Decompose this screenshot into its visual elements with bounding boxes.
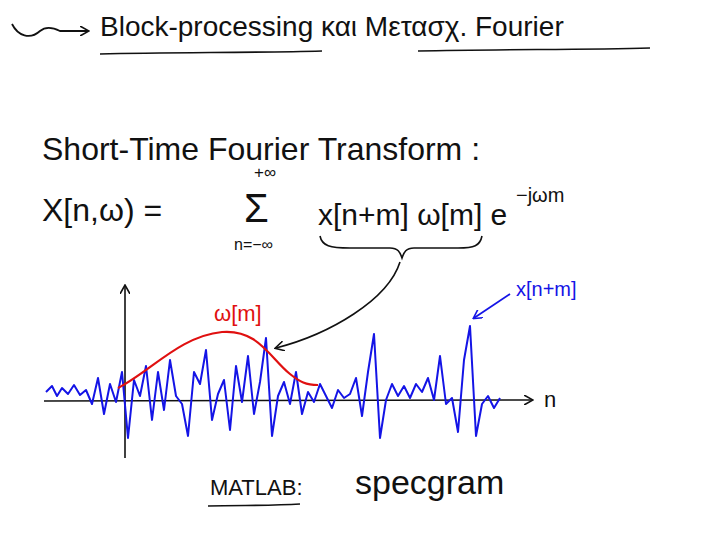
matlab-underline [208,504,300,506]
underbrace [320,236,482,258]
signal-leader [474,294,510,318]
exponent: −jωm [516,184,564,206]
sum-symbol: Σ [244,186,269,230]
sum-limit: +∞ [254,164,276,183]
y-axis [124,286,126,458]
equation-part: X[n,ω) = [42,193,162,228]
signal-curve [46,326,500,438]
title-arrow [12,24,88,36]
matlab-label: MATLAB: [210,476,303,500]
title-underline [100,51,322,54]
pointer-arrow [276,262,400,348]
equation-part: x[n+m] ω[m] e [318,198,507,231]
slide-title: Block-processing και Μετασχ. Fourier [100,12,564,43]
sum-limit: n=−∞ [234,236,273,254]
function-name: specgram [355,464,504,501]
signal-label: x[n+m] [516,278,577,300]
title-underline [418,48,650,51]
window-label: ω[m] [214,302,262,326]
heading-text: Short-Time Fourier Transform : [42,132,480,167]
axis-label: n [544,388,556,412]
window-curve [118,332,318,388]
